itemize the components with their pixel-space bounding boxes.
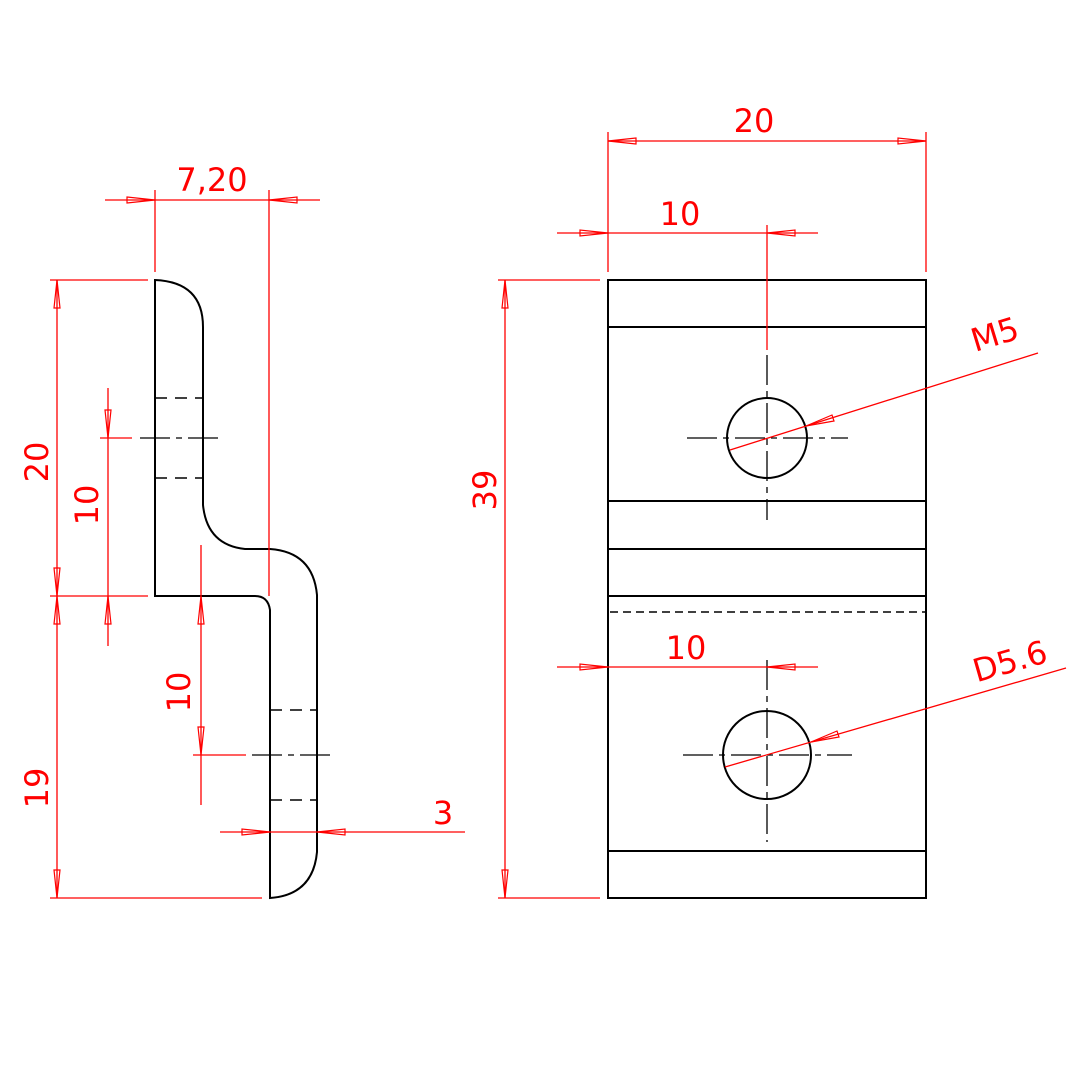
arrowhead bbox=[241, 828, 271, 836]
dimension-lower-hole-offset: 10 bbox=[160, 545, 246, 805]
callout-label: D5.6 bbox=[968, 633, 1051, 690]
arrowhead bbox=[501, 869, 509, 899]
callout-m5: M5 bbox=[729, 309, 1039, 451]
arrowhead bbox=[810, 730, 840, 743]
arrowhead bbox=[766, 663, 796, 671]
dimension-thickness-offset: 7,20 bbox=[105, 161, 320, 596]
dimension-label: 19 bbox=[18, 768, 56, 809]
arrowhead bbox=[104, 409, 112, 439]
dimension-label: 7,20 bbox=[176, 161, 247, 199]
dimension-lower-height: 19 bbox=[18, 595, 262, 899]
dimension-label: 10 bbox=[68, 485, 106, 526]
dimension-thickness: 3 bbox=[220, 794, 465, 836]
dimension-upper-height: 20 bbox=[18, 279, 148, 597]
front-view: 20 10 10 39 M5 bbox=[466, 102, 1067, 899]
arrowhead bbox=[316, 828, 346, 836]
arrowhead bbox=[897, 137, 927, 145]
arrowhead bbox=[53, 595, 61, 625]
dimension-label: 20 bbox=[734, 102, 775, 140]
arrowhead bbox=[53, 279, 61, 309]
callout-d5-6: D5.6 bbox=[724, 633, 1067, 768]
dimension-upper-hole-offset: 10 bbox=[68, 388, 132, 646]
arrowhead bbox=[126, 196, 156, 204]
arrowhead bbox=[607, 137, 637, 145]
dimension-upper-hole-x: 10 bbox=[557, 195, 818, 350]
dimension-width: 20 bbox=[607, 102, 927, 272]
arrowhead bbox=[104, 595, 112, 625]
arrowhead bbox=[197, 595, 205, 625]
dimension-label: 39 bbox=[466, 470, 504, 511]
dimension-label: 10 bbox=[160, 672, 198, 713]
side-view: 7,20 20 19 10 bbox=[18, 161, 465, 900]
side-profile-outline bbox=[154, 278, 318, 900]
arrowhead bbox=[579, 663, 609, 671]
dimension-label: 20 bbox=[18, 442, 56, 483]
arrowhead bbox=[197, 726, 205, 756]
dimension-label: 3 bbox=[433, 794, 453, 832]
arrowhead bbox=[268, 196, 298, 204]
dimension-lower-hole-x: 10 bbox=[557, 629, 818, 671]
dimension-height: 39 bbox=[466, 279, 600, 899]
dimension-label: 10 bbox=[666, 629, 707, 667]
arrowhead bbox=[579, 229, 609, 237]
arrowhead bbox=[53, 869, 61, 899]
arrowhead bbox=[766, 229, 796, 237]
arrowhead bbox=[805, 414, 835, 427]
arrowhead bbox=[501, 279, 509, 309]
dimension-label: 10 bbox=[660, 195, 701, 233]
arrowhead bbox=[53, 567, 61, 597]
callout-label: M5 bbox=[966, 309, 1023, 359]
